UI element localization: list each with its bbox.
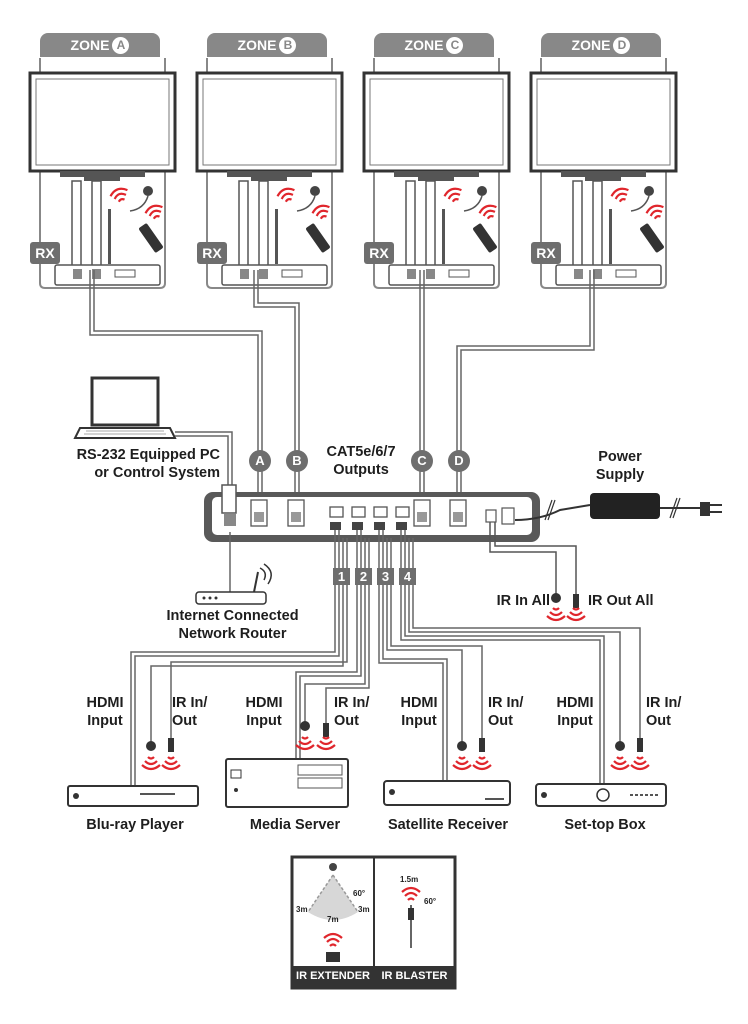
zone-a-letter: A (112, 37, 130, 54)
zone-b-letter: B (279, 37, 297, 54)
laptop (73, 376, 233, 496)
zone-d-rx-label: RX (531, 242, 561, 264)
output-port-b-label: B (286, 450, 308, 472)
router-label-line1: Internet Connected (166, 608, 299, 624)
source-3-ir-line2: Out (488, 713, 513, 729)
zone-b-prefix: ZONE (237, 37, 277, 53)
zone-b-rx-label: RX (197, 242, 227, 264)
source-2-hdmi-line2: Input (246, 713, 282, 729)
source-2-device-label: Media Server (249, 817, 341, 833)
source-1-hdmi-label: HDMI Input (80, 694, 130, 730)
source-1-hdmi-line2: Input (87, 713, 123, 729)
power-supply-label: Power Supply (585, 448, 655, 484)
source-4-ir-label: IR In/ Out (646, 694, 696, 730)
source-3-ir-label: IR In/ Out (488, 694, 538, 730)
ir-extender-label: IR EXTENDER (296, 970, 370, 982)
power-supply-line1: Power (598, 449, 642, 465)
power-supply-line2: Supply (595, 467, 645, 483)
source-3-hdmi-line1: HDMI (400, 695, 438, 711)
zone-c-prefix: ZONE (404, 37, 444, 53)
extender-center-distance: 7m (327, 915, 339, 924)
source-3-hdmi-line2: Input (401, 713, 437, 729)
input-2-tab: 2 (355, 568, 372, 585)
input-4-tab: 4 (399, 568, 416, 585)
source-2-ir-line1: IR In/ (334, 695, 370, 711)
source-1-hdmi-line1: HDMI (86, 695, 124, 711)
zone-c-letter: C (446, 37, 464, 54)
output-port-a-label: A (249, 450, 271, 472)
outputs-label-line2: Outputs (333, 462, 389, 478)
source-4-hdmi-label: HDMI Input (550, 694, 600, 730)
source-2-ir-line2: Out (334, 713, 359, 729)
zone-a-rx-label: RX (30, 242, 60, 264)
zone-d-letter: D (613, 37, 631, 54)
source-2-hdmi-line1: HDMI (245, 695, 283, 711)
blaster-distance: 1.5m (400, 875, 419, 884)
ir-blaster-label: IR BLASTER (381, 970, 448, 982)
input-3-tab: 3 (377, 568, 394, 585)
blaster-angle: 60° (424, 897, 437, 906)
outputs-label: CAT5e/6/7 Outputs (316, 443, 406, 479)
source-4-ir-line1: IR In/ (646, 695, 682, 711)
input-1-tab: 1 (333, 568, 350, 585)
zone-c-rx-label: RX (364, 242, 394, 264)
source-1-device-label: Blu-ray Player (86, 817, 184, 833)
outputs-label-line1: CAT5e/6/7 (326, 444, 396, 460)
source-3-ir-line1: IR In/ (488, 695, 524, 711)
ir-out-all-label: IR Out All (588, 593, 654, 609)
extender-right-distance: 3m (358, 905, 370, 914)
source-3-hdmi-label: HDMI Input (394, 694, 444, 730)
output-port-c-label: C (411, 450, 433, 472)
source-1-ir-line1: IR In/ (172, 695, 208, 711)
source-4-hdmi-line1: HDMI (556, 695, 594, 711)
source-1-ir-line2: Out (172, 713, 197, 729)
extender-left-distance: 3m (296, 905, 308, 914)
pc-label: RS-232 Equipped PC or Control System (40, 446, 220, 482)
ir-in-all-label: IR In All (496, 593, 550, 609)
source-4-ir-line2: Out (646, 713, 671, 729)
output-port-d-label: D (448, 450, 470, 472)
zone-a-prefix: ZONE (70, 37, 110, 53)
source-3-device-label: Satellite Receiver (387, 817, 509, 833)
source-2-ir-label: IR In/ Out (334, 694, 384, 730)
router-label: Internet Connected Network Router (150, 607, 315, 643)
source-1-ir-label: IR In/ Out (172, 694, 222, 730)
pc-label-line2: or Control System (94, 465, 220, 481)
zone-d-prefix: ZONE (571, 37, 611, 53)
pc-label-line1: RS-232 Equipped PC (76, 447, 220, 463)
source-4-device-label: Set-top Box (564, 817, 646, 833)
source-2-hdmi-label: HDMI Input (239, 694, 289, 730)
router-label-line2: Network Router (178, 626, 287, 642)
source-4-hdmi-line2: Input (557, 713, 593, 729)
extender-angle: 60° (353, 889, 366, 898)
